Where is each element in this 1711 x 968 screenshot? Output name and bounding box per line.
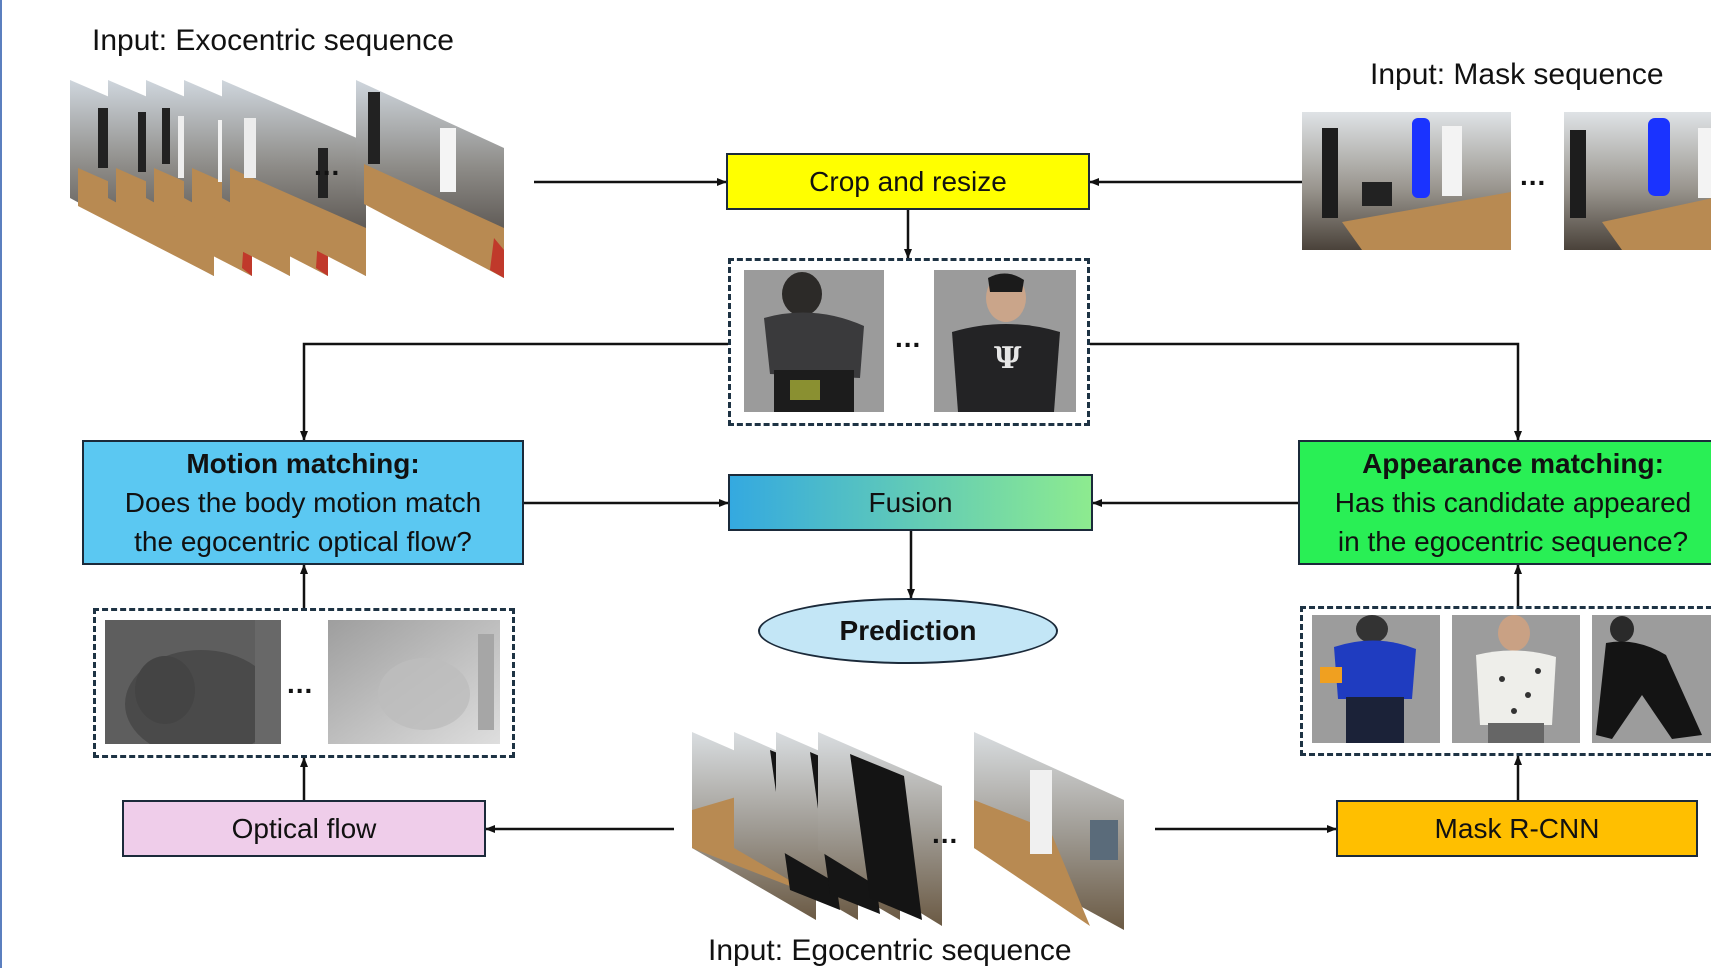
crop-ellipsis: ... xyxy=(895,322,922,353)
appearance-matching-title: Appearance matching: xyxy=(1362,448,1664,479)
mask-frames xyxy=(1302,112,1711,250)
motion-matching-box: Motion matching: Does the body motion ma… xyxy=(82,440,524,565)
crop-and-resize-box: Crop and resize xyxy=(726,153,1090,210)
cropped-person-2: Ψ xyxy=(934,270,1076,412)
mask-frame-2 xyxy=(1564,112,1711,250)
mask-rcnn-box: Mask R-CNN xyxy=(1336,800,1698,857)
flow-map-1 xyxy=(105,620,281,744)
ego-ellipsis: ... xyxy=(932,818,959,849)
flow-ellipsis: ... xyxy=(287,668,314,699)
mask-input-label: Input: Mask sequence xyxy=(1370,58,1664,91)
exo-frame-stack xyxy=(70,80,504,278)
exo-frame-5 xyxy=(222,80,366,276)
cropped-candidates-group xyxy=(728,258,1090,426)
prediction-ellipse: Prediction xyxy=(758,598,1058,664)
segmented-persons-group xyxy=(1300,606,1711,756)
appearance-matching-line-2: in the egocentric sequence? xyxy=(1337,526,1689,557)
exo-input-label: Input: Exocentric sequence xyxy=(92,24,454,57)
ego-frame-4 xyxy=(818,732,942,926)
arrow-crops-to-appearance xyxy=(1090,342,1522,441)
appearance-matching-box: Appearance matching: Has this candidate … xyxy=(1298,440,1711,565)
cropped-person-1 xyxy=(744,270,884,412)
ego-frame-last xyxy=(974,732,1124,930)
mask-frame-1 xyxy=(1302,112,1511,250)
motion-matching-line-1: Does the body motion match xyxy=(124,487,482,518)
motion-matching-line-2: the egocentric optical flow? xyxy=(134,526,472,557)
segmented-person-2 xyxy=(1452,615,1580,743)
optical-flow-box: Optical flow xyxy=(122,800,486,857)
ego-frame-stack xyxy=(692,732,1124,930)
segmented-person-3 xyxy=(1592,615,1711,743)
flow-map-2 xyxy=(328,620,500,744)
segmented-person-1 xyxy=(1312,615,1440,743)
svg-text:Ψ: Ψ xyxy=(994,341,1022,376)
mask-ellipsis: ... xyxy=(1520,160,1547,191)
exo-ellipsis: ... xyxy=(314,150,341,181)
exo-frame-last xyxy=(356,80,504,278)
optical-flow-maps-group xyxy=(93,608,515,758)
ego-input-label: Input: Egocentric sequence xyxy=(708,934,1072,967)
arrow-crops-to-motion xyxy=(300,342,728,441)
motion-matching-title: Motion matching: xyxy=(186,448,420,479)
fusion-box: Fusion xyxy=(728,474,1093,531)
appearance-matching-line-1: Has this candidate appeared xyxy=(1334,487,1692,518)
